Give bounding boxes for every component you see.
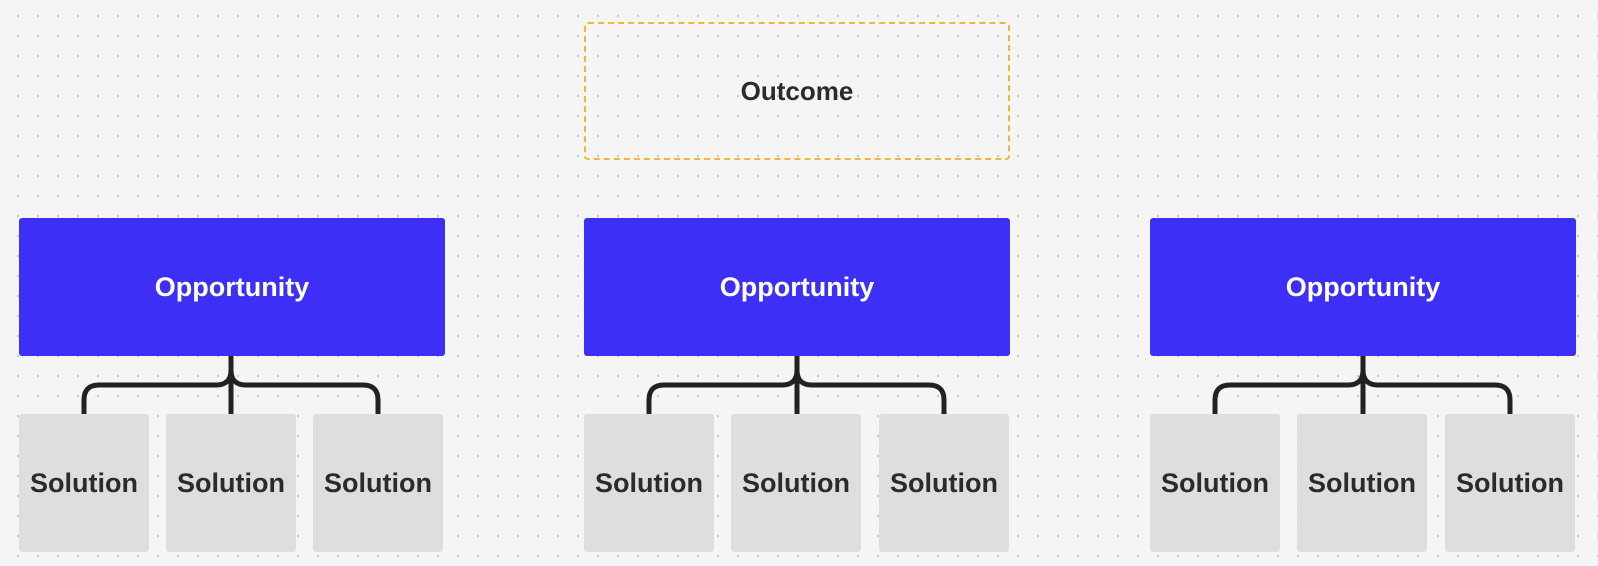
- opportunity-box-3[interactable]: Opportunity: [1150, 218, 1576, 356]
- solution-box-1-3[interactable]: Solution: [313, 414, 443, 552]
- solution-label: Solution: [1456, 467, 1564, 498]
- solution-box-2-1[interactable]: Solution: [584, 414, 714, 552]
- solution-box-1-1[interactable]: Solution: [19, 414, 149, 552]
- solution-label: Solution: [1308, 467, 1416, 498]
- solution-label: Solution: [890, 467, 998, 498]
- solution-box-1-2[interactable]: Solution: [166, 414, 296, 552]
- connector-bracket-1: [81, 353, 381, 417]
- solution-label: Solution: [595, 467, 703, 498]
- solution-box-3-1[interactable]: Solution: [1150, 414, 1280, 552]
- solution-box-2-2[interactable]: Solution: [731, 414, 861, 552]
- solution-label: Solution: [177, 467, 285, 498]
- opportunity-box-1[interactable]: Opportunity: [19, 218, 445, 356]
- opportunity-label: Opportunity: [719, 271, 875, 302]
- solution-box-3-2[interactable]: Solution: [1297, 414, 1427, 552]
- solution-label: Solution: [30, 467, 138, 498]
- solution-box-3-3[interactable]: Solution: [1445, 414, 1575, 552]
- solution-label: Solution: [742, 467, 850, 498]
- solution-label: Solution: [324, 467, 432, 498]
- opportunity-label: Opportunity: [1285, 271, 1441, 302]
- connector-bracket-3: [1212, 353, 1513, 417]
- opportunity-label: Opportunity: [154, 271, 310, 302]
- solution-label: Solution: [1161, 467, 1269, 498]
- connector-bracket-2: [646, 353, 947, 417]
- outcome-box[interactable]: Outcome: [584, 22, 1010, 160]
- solution-box-2-3[interactable]: Solution: [879, 414, 1009, 552]
- opportunity-box-2[interactable]: Opportunity: [584, 218, 1010, 356]
- outcome-label: Outcome: [740, 75, 854, 106]
